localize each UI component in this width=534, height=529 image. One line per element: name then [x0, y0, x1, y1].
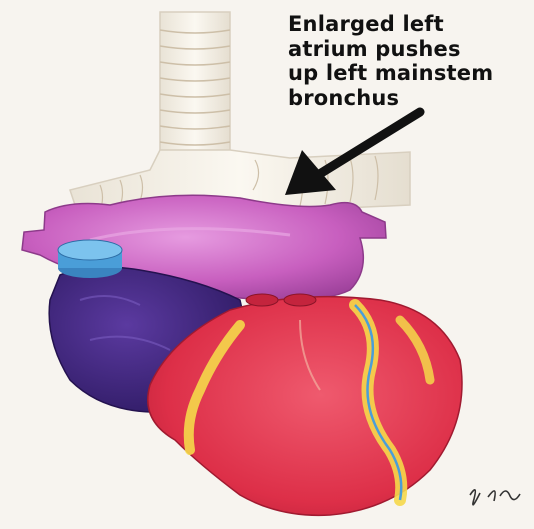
signature-mark: [470, 490, 520, 505]
callout-line-2: atrium pushes: [288, 37, 528, 62]
callout-line-3: up left mainstem: [288, 61, 528, 86]
callout-line-1: Enlarged left: [288, 12, 528, 37]
callout-line-4: bronchus: [288, 86, 528, 111]
callout-label: Enlarged left atrium pushes up left main…: [288, 12, 528, 110]
aorta-stump: [58, 240, 122, 278]
